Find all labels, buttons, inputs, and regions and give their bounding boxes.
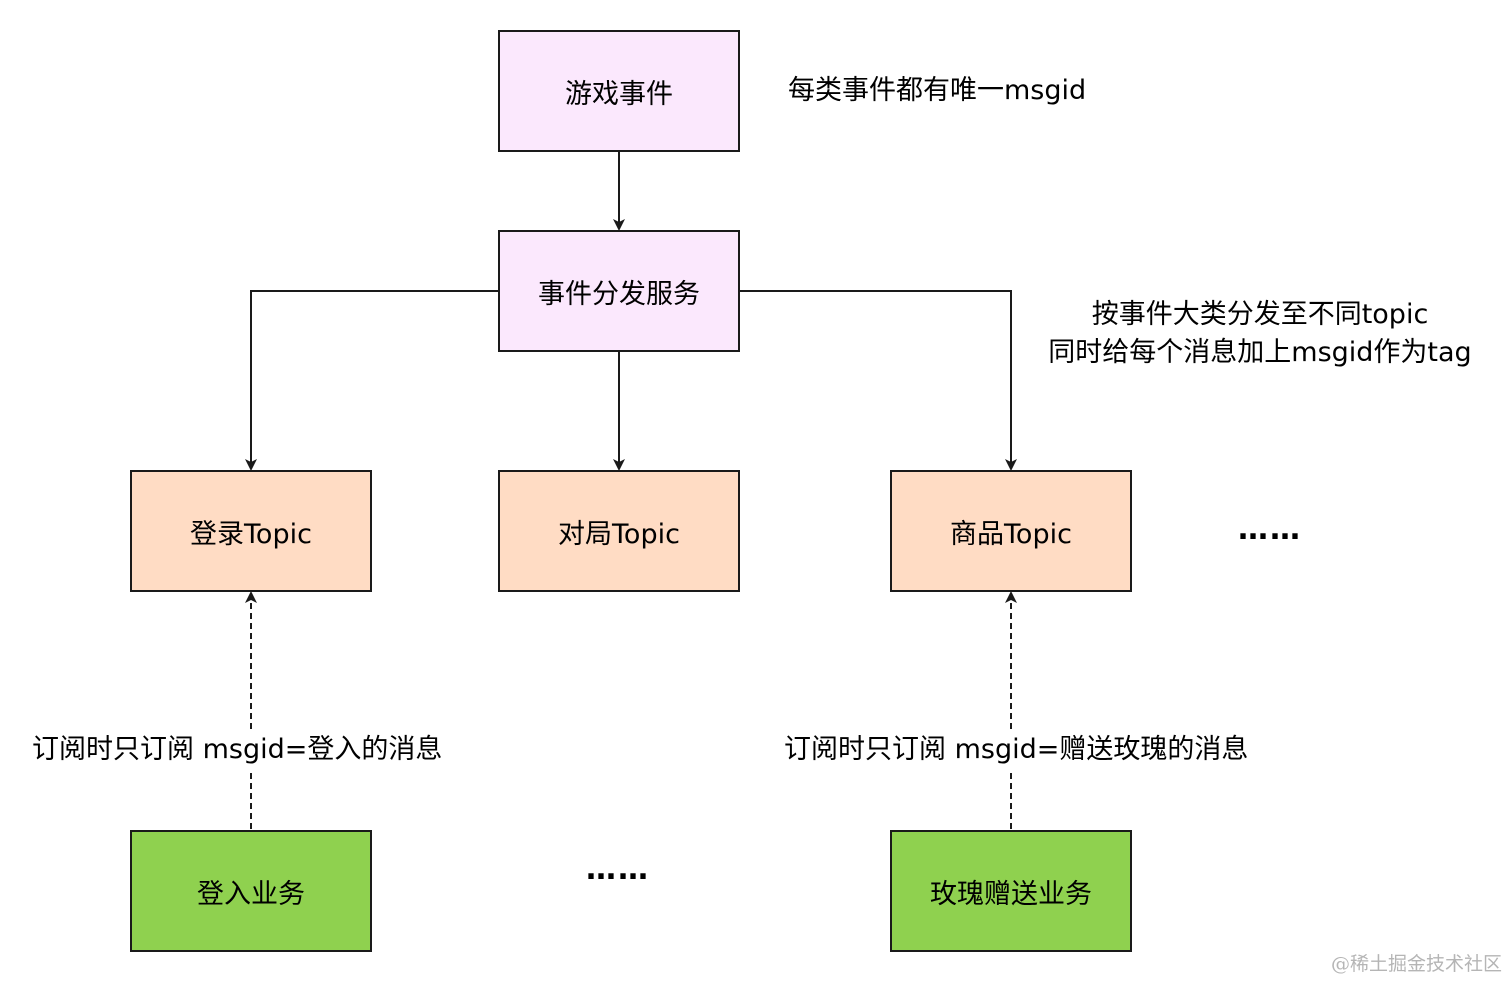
edge-dispatch-to-goods-topic — [740, 290, 1017, 471]
rose-subscription-note: 订阅时只订阅 msgid=赠送玫瑰的消息 — [782, 731, 1251, 769]
node-match-topic: 对局Topic — [498, 470, 740, 592]
service-ellipsis: …… — [586, 852, 650, 887]
node-login-topic: 登录Topic — [130, 470, 372, 592]
login-subscription-note: 订阅时只订阅 msgid=登入的消息 — [30, 731, 445, 769]
node-goods-topic: 商品Topic — [890, 470, 1132, 592]
topic-ellipsis: …… — [1238, 512, 1302, 547]
node-login-service: 登入业务 — [130, 830, 372, 952]
node-dispatch-service: 事件分发服务 — [498, 230, 740, 352]
dispatch-note: 按事件大类分发至不同topic 同时给每个消息加上msgid作为tag — [1040, 296, 1480, 372]
dispatch-note-line1: 按事件大类分发至不同topic — [1091, 299, 1429, 330]
edge-dispatch-to-login-topic — [245, 290, 498, 471]
node-game-event: 游戏事件 — [498, 30, 740, 152]
watermark: @稀土掘金技术社区 — [1330, 953, 1502, 975]
node-rose-service: 玫瑰赠送业务 — [890, 830, 1132, 952]
msgid-note: 每类事件都有唯一msgid — [788, 75, 1087, 106]
dispatch-note-line2: 同时给每个消息加上msgid作为tag — [1048, 337, 1472, 368]
